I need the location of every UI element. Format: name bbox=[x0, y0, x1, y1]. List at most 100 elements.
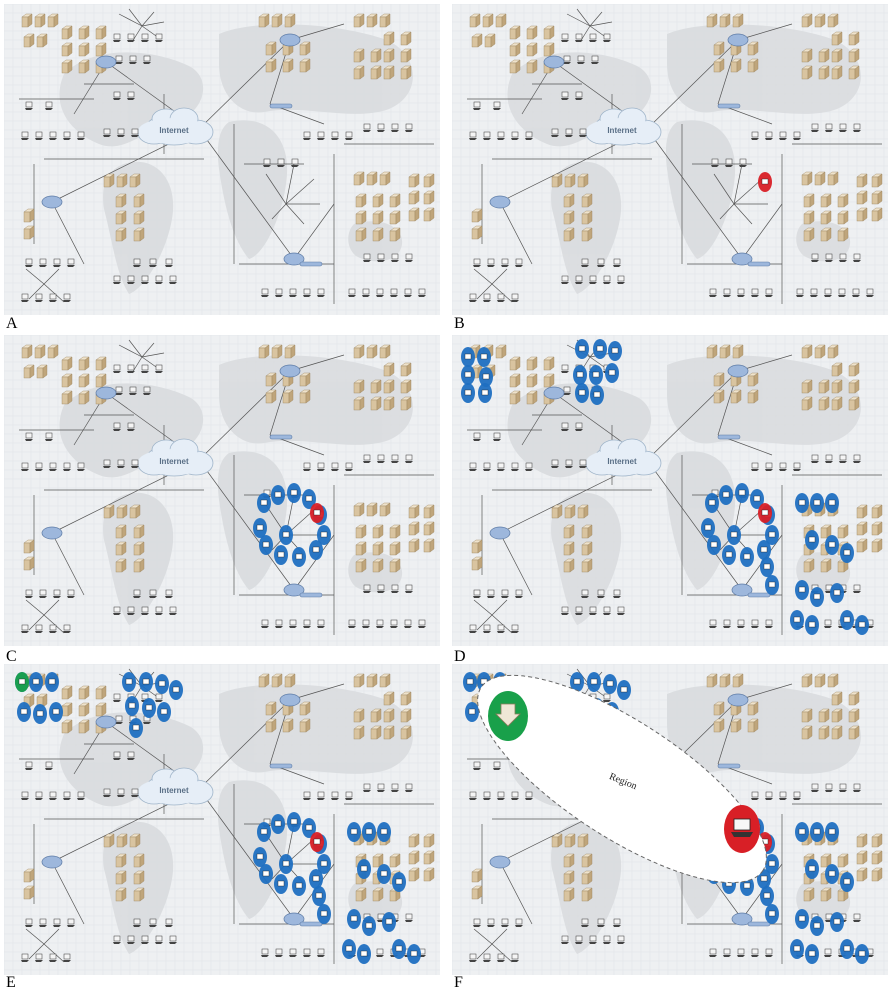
network-diagram-a: Internet bbox=[4, 4, 440, 315]
server-tower-icon bbox=[872, 191, 882, 204]
server-tower-icon bbox=[748, 390, 758, 403]
server-tower-icon bbox=[819, 49, 829, 62]
server-tower-icon bbox=[802, 397, 812, 410]
panel-b: Internet bbox=[452, 4, 888, 315]
hub-icon bbox=[96, 56, 116, 68]
highlighted-node-icon bbox=[809, 866, 815, 871]
server-tower-icon bbox=[37, 34, 47, 47]
server-tower-icon bbox=[373, 211, 383, 224]
server-tower-icon bbox=[401, 397, 411, 410]
laptop-icon bbox=[261, 620, 269, 628]
server-tower-icon bbox=[259, 674, 269, 687]
laptop-icon bbox=[127, 607, 135, 615]
server-tower-icon bbox=[496, 345, 506, 358]
laptop-icon bbox=[303, 620, 311, 628]
laptop-icon bbox=[129, 56, 137, 64]
laptop-icon bbox=[127, 92, 135, 100]
switch-icon bbox=[718, 764, 740, 768]
server-tower-icon bbox=[116, 228, 126, 241]
server-tower-icon bbox=[134, 871, 144, 884]
laptop-icon bbox=[317, 463, 325, 471]
server-tower-icon bbox=[116, 871, 126, 884]
server-tower-icon bbox=[714, 702, 724, 715]
server-tower-icon bbox=[849, 32, 859, 45]
laptop-icon bbox=[133, 259, 141, 267]
highlighted-node-icon bbox=[296, 554, 302, 559]
laptop-icon bbox=[275, 949, 283, 957]
laptop-icon bbox=[25, 102, 33, 110]
laptop-icon bbox=[493, 433, 501, 441]
server-tower-icon bbox=[24, 557, 34, 570]
hub-icon bbox=[42, 856, 62, 868]
laptop-icon bbox=[45, 762, 53, 770]
server-tower-icon bbox=[564, 211, 574, 224]
server-tower-icon bbox=[409, 834, 419, 847]
laptop-icon bbox=[391, 585, 399, 593]
server-tower-icon bbox=[733, 14, 743, 27]
laptop-icon bbox=[825, 455, 833, 463]
laptop-icon bbox=[561, 365, 569, 373]
highlighted-node-icon bbox=[814, 829, 820, 834]
laptop-icon bbox=[603, 607, 611, 615]
server-tower-icon bbox=[401, 66, 411, 79]
server-tower-icon bbox=[731, 59, 741, 72]
laptop-icon bbox=[579, 460, 587, 468]
laptop-icon bbox=[404, 289, 412, 297]
laptop-icon bbox=[141, 607, 149, 615]
server-tower-icon bbox=[373, 542, 383, 555]
laptop-icon bbox=[525, 792, 533, 800]
server-tower-icon bbox=[356, 559, 366, 572]
server-tower-icon bbox=[62, 357, 72, 370]
server-tower-icon bbox=[354, 726, 364, 739]
laptop-icon bbox=[497, 294, 505, 302]
highlighted-node-icon bbox=[386, 919, 392, 924]
server-tower-icon bbox=[748, 719, 758, 732]
highlighted-node-icon bbox=[296, 883, 302, 888]
panel-c: Internet bbox=[4, 335, 440, 646]
highlighted-node-icon bbox=[844, 946, 850, 951]
laptop-icon bbox=[348, 289, 356, 297]
server-tower-icon bbox=[401, 380, 411, 393]
server-tower-icon bbox=[409, 505, 419, 518]
highlighted-node-icon bbox=[283, 861, 289, 866]
laptop-icon bbox=[811, 784, 819, 792]
switch-icon bbox=[300, 593, 322, 597]
laptop-icon bbox=[25, 919, 33, 927]
server-tower-icon bbox=[356, 211, 366, 224]
laptop-icon bbox=[53, 919, 61, 927]
laptop-icon bbox=[579, 129, 587, 137]
server-tower-icon bbox=[424, 851, 434, 864]
laptop-icon bbox=[551, 129, 559, 137]
laptop-icon bbox=[811, 455, 819, 463]
laptop-icon bbox=[483, 294, 491, 302]
switch-icon bbox=[748, 593, 770, 597]
laptop-icon bbox=[405, 585, 413, 593]
laptop-icon bbox=[613, 919, 621, 927]
server-tower-icon bbox=[731, 390, 741, 403]
server-tower-icon bbox=[804, 194, 814, 207]
laptop-icon bbox=[597, 590, 605, 598]
server-tower-icon bbox=[62, 720, 72, 733]
laptop-icon bbox=[348, 620, 356, 628]
server-tower-icon bbox=[354, 397, 364, 410]
laptop-icon bbox=[39, 259, 47, 267]
end-node-base bbox=[731, 832, 753, 837]
laptop-icon bbox=[497, 792, 505, 800]
server-tower-icon bbox=[390, 194, 400, 207]
highlighted-node-icon bbox=[574, 679, 580, 684]
server-tower-icon bbox=[819, 380, 829, 393]
laptop-icon bbox=[377, 455, 385, 463]
network-diagram-b: Internet bbox=[452, 4, 888, 315]
server-tower-icon bbox=[804, 888, 814, 901]
laptop-icon bbox=[473, 919, 481, 927]
server-tower-icon bbox=[424, 522, 434, 535]
server-tower-icon bbox=[266, 719, 276, 732]
server-tower-icon bbox=[384, 380, 394, 393]
laptop-icon bbox=[561, 936, 569, 944]
server-tower-icon bbox=[130, 174, 140, 187]
server-tower-icon bbox=[821, 888, 831, 901]
laptop-icon bbox=[35, 463, 43, 471]
server-tower-icon bbox=[832, 363, 842, 376]
server-tower-icon bbox=[472, 226, 482, 239]
network-diagram-c: Internet bbox=[4, 335, 440, 646]
